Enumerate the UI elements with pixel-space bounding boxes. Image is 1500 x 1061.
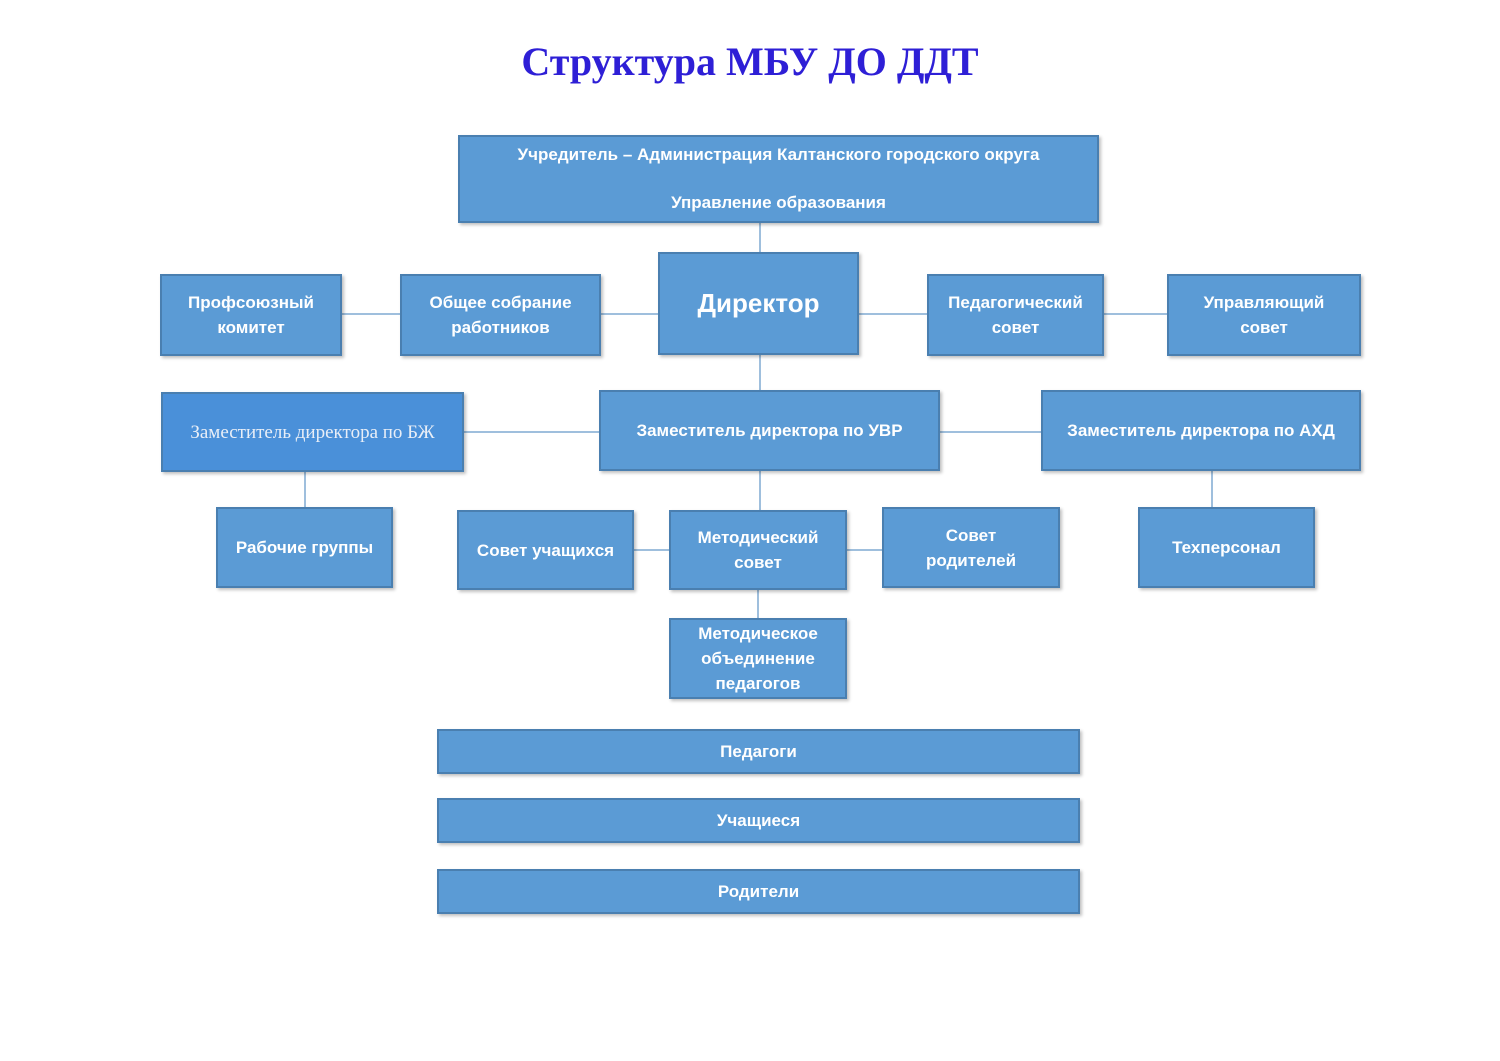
students-bar: Учащиеся [437, 798, 1080, 843]
founder-label: Учредитель – Администрация Калтанского г… [517, 145, 1040, 164]
methodical-council-box: Методический совет [669, 510, 847, 590]
deputy-safety-box: Заместитель директора по БЖ [161, 392, 464, 472]
director-box: Директор [658, 252, 859, 355]
deputy-education-box: Заместитель директора по УВР [599, 390, 940, 471]
founder-box: Учредитель – Администрация Калтанского г… [458, 135, 1099, 223]
deputy-admin-box: Заместитель директора по АХД [1041, 390, 1361, 471]
methodical-union-box: Методическое объединение педагогов [669, 618, 847, 699]
student-council-box: Совет учащихся [457, 510, 634, 590]
general-meeting-box: Общее собрание работников [400, 274, 601, 356]
governing-council-box: Управляющий совет [1167, 274, 1361, 356]
education-department-label: Управление образования [671, 193, 886, 212]
pedagogical-council-box: Педагогический совет [927, 274, 1104, 356]
tech-staff-box: Техперсонал [1138, 507, 1315, 588]
page-title: Структура МБУ ДО ДДТ [521, 39, 979, 84]
trade-union-box: Профсоюзный комитет [160, 274, 342, 356]
parents-bar: Родители [437, 869, 1080, 914]
teachers-bar: Педагоги [437, 729, 1080, 774]
parent-council-box: Совет родителей [882, 507, 1060, 588]
working-groups-box: Рабочие группы [216, 507, 393, 588]
